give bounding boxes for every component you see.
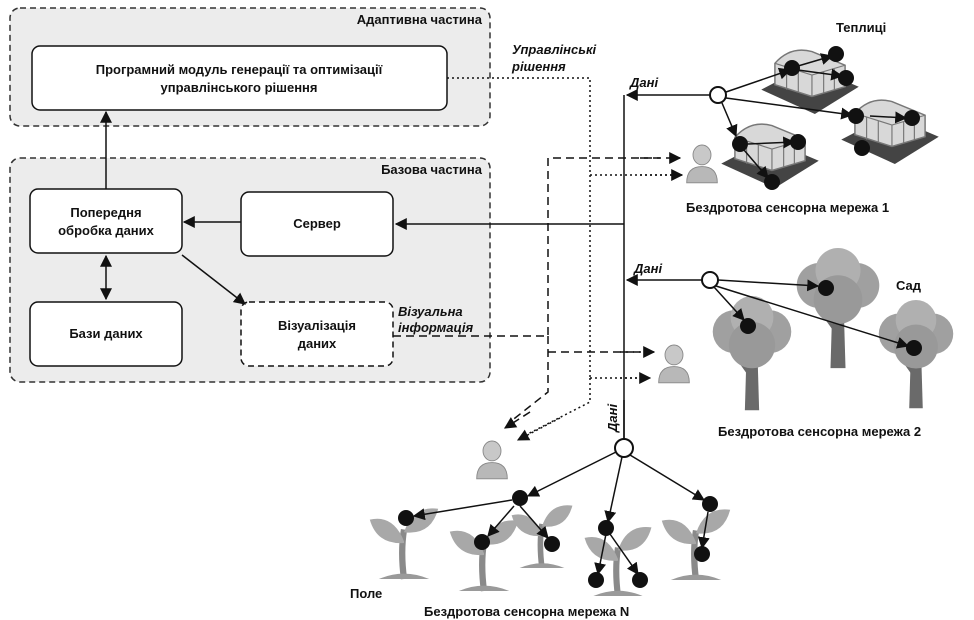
server-box xyxy=(240,191,394,257)
user-icon-1 xyxy=(686,144,718,184)
visualization-label-1: Візуалізація xyxy=(278,318,356,333)
databases-box xyxy=(29,301,183,367)
decision-module-label-1: Програмний модуль генерації та оптимізац… xyxy=(96,62,383,77)
decisions-label-2: рішення xyxy=(511,59,566,74)
plant-icon-3 xyxy=(512,505,573,568)
server-label: Сервер xyxy=(293,216,341,231)
netN-gateway-node xyxy=(614,438,634,458)
net2-name-label: Бездротова сенсорна мережа 2 xyxy=(718,424,921,439)
decision-module-label-2: управлінського рішення xyxy=(161,80,318,95)
tree-icon-2 xyxy=(713,296,792,410)
plant-icon-2 xyxy=(450,520,518,591)
netN-place-label: Поле xyxy=(350,586,382,601)
net2-sensor-nodes xyxy=(740,280,922,356)
adaptive-part-title: Адаптивна частина xyxy=(357,12,483,27)
base-part-title: Базова частина xyxy=(381,162,483,177)
preprocess-box xyxy=(29,188,183,254)
net2-place-label: Сад xyxy=(896,278,922,293)
net1-sensor-nodes xyxy=(732,46,920,190)
visual-info-label-1: Візуальна xyxy=(398,304,463,319)
net2-sensor-links xyxy=(713,279,910,349)
user-icon-3 xyxy=(476,440,508,480)
preprocess-label-2: обробка даних xyxy=(58,223,155,238)
plant-icon-5 xyxy=(662,509,730,580)
decisions-label-1: Управлінські xyxy=(512,42,597,57)
netN-data-label: Дані xyxy=(605,404,620,433)
visual-to-user3-arrow xyxy=(503,411,531,429)
visualization-box xyxy=(240,301,394,367)
netN-sensor-nodes xyxy=(398,490,718,588)
netN-sensor-links xyxy=(412,451,710,576)
netN-name-label: Бездротова сенсорна мережа N xyxy=(424,604,629,619)
net1-data-label: Дані xyxy=(629,75,658,90)
preprocess-label-1: Попередня xyxy=(70,205,141,220)
net1-sensor-links xyxy=(721,53,908,179)
user-icon-2 xyxy=(658,344,690,384)
decisions-dotted-line xyxy=(447,77,680,439)
decision-module-box xyxy=(31,45,448,111)
visualization-label-2: даних xyxy=(298,336,337,351)
net2-gateway-node xyxy=(701,271,719,289)
preprocess-to-viz-arrow xyxy=(181,254,246,305)
net1-place-label: Теплиці xyxy=(836,20,886,35)
visual-info-label-2: інформація xyxy=(398,320,474,335)
tree-icon-1 xyxy=(797,248,880,368)
visual-info-dashed-line xyxy=(393,157,660,423)
databases-label: Бази даних xyxy=(69,326,143,341)
net1-gateway-node xyxy=(709,86,727,104)
net1-name-label: Бездротова сенсорна мережа 1 xyxy=(686,200,889,215)
net2-data-label: Дані xyxy=(633,261,662,276)
